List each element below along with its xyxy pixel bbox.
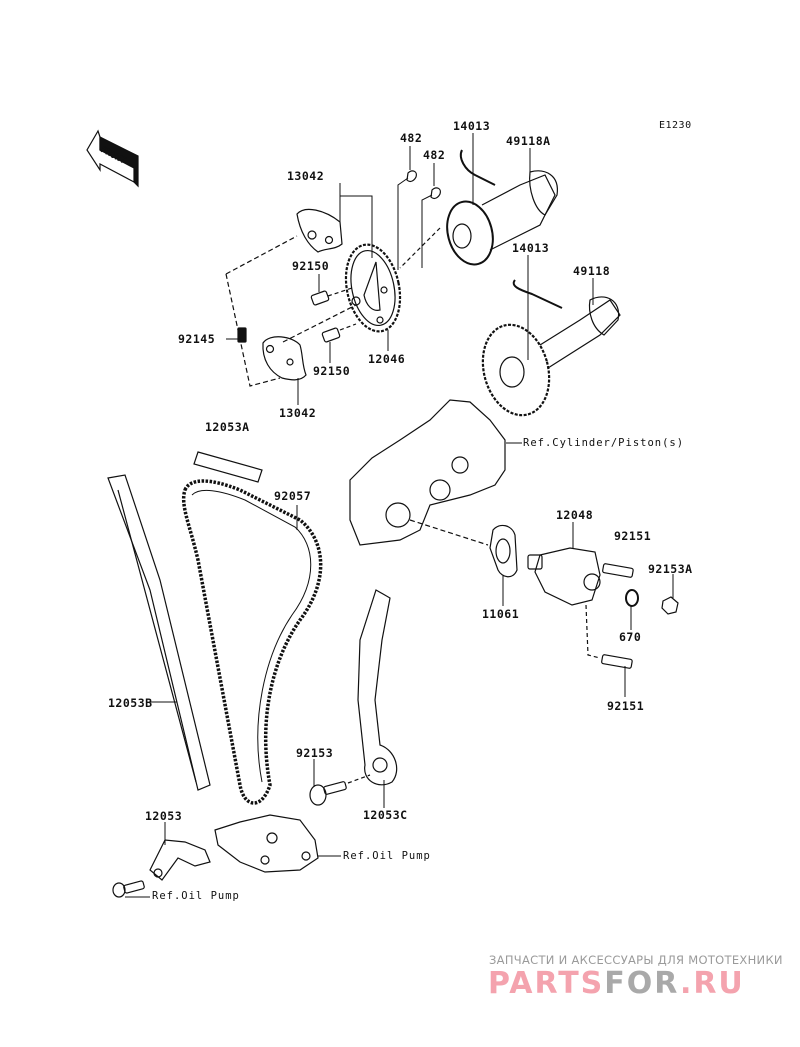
part-label-13042-top[interactable]: 13042: [287, 169, 325, 183]
part-label-49118[interactable]: 49118: [573, 264, 611, 278]
part-13042-upper: [296, 208, 343, 253]
part-92151-bolt-upper: [602, 563, 634, 578]
ref-cylinder-piston[interactable]: Ref.Cylinder/Piston(s): [523, 437, 685, 449]
part-92153-bolt: [309, 774, 371, 806]
part-label-92145[interactable]: 92145: [178, 332, 216, 346]
part-label-482-b[interactable]: 482: [423, 148, 446, 162]
watermark-logo-ru: .RU: [679, 966, 745, 1001]
part-670-oring: [625, 589, 639, 607]
watermark-tagline: ЗАПЧАСТИ И АКСЕССУАРЫ ДЛЯ МОТОТЕХНИКИ: [489, 953, 783, 967]
part-label-92150-bottom[interactable]: 92150: [313, 364, 351, 378]
part-12053-lever: [149, 839, 211, 881]
oil-pump-reference: [214, 814, 319, 873]
part-92057-timing-chain: [181, 479, 323, 805]
part-label-12053[interactable]: 12053: [145, 809, 183, 823]
part-12053C-guide: [357, 589, 398, 786]
part-label-49118A[interactable]: 49118A: [506, 134, 551, 148]
part-12053A-guide: [193, 451, 263, 483]
part-label-92151-top[interactable]: 92151: [614, 529, 652, 543]
part-92151-bolt-lower: [585, 604, 633, 669]
part-49118-camshaft: [481, 279, 621, 417]
diagram-code: E1230: [659, 120, 692, 131]
part-label-12046[interactable]: 12046: [368, 352, 406, 366]
bolt-oil-pump: [112, 880, 145, 898]
cylinder-head-reference: [349, 399, 506, 546]
part-12048-tensioner: [527, 547, 601, 606]
watermark-logo-parts: PARTS: [488, 966, 605, 1001]
part-482-clip-b: [430, 187, 441, 200]
part-92150-bolt-upper: [310, 287, 353, 306]
part-12046-sprocket: [344, 243, 402, 333]
part-92150-bolt-lower: [321, 323, 357, 343]
part-92145-spring: [225, 235, 298, 387]
ref-oil-pump-left[interactable]: Ref.Oil Pump: [152, 890, 240, 902]
part-482-clip-a: [406, 170, 417, 183]
part-label-92057[interactable]: 92057: [274, 489, 312, 503]
part-13042-lower: [262, 304, 357, 381]
part-label-14013-bottom[interactable]: 14013: [512, 241, 550, 255]
part-49118A-camshaft: [399, 149, 558, 269]
watermark-logo-for: FOR: [604, 966, 680, 1001]
part-label-12053C[interactable]: 12053C: [363, 808, 408, 822]
watermark-logo: PARTSFOR.RU: [488, 966, 745, 1001]
part-label-92153[interactable]: 92153: [296, 746, 334, 760]
part-label-92150-top[interactable]: 92150: [292, 259, 330, 273]
part-label-92151-bottom[interactable]: 92151: [607, 699, 645, 713]
part-label-13042-bottom[interactable]: 13042: [279, 406, 317, 420]
part-label-14013-top[interactable]: 14013: [453, 119, 491, 133]
part-label-11061[interactable]: 11061: [482, 607, 520, 621]
part-11061-gasket: [489, 524, 518, 578]
part-12053B-guide: [107, 474, 211, 791]
part-label-12048[interactable]: 12048: [556, 508, 594, 522]
part-label-482-a[interactable]: 482: [400, 131, 423, 145]
part-label-12053B[interactable]: 12053B: [108, 696, 153, 710]
ref-oil-pump-right[interactable]: Ref.Oil Pump: [343, 850, 431, 862]
part-label-670[interactable]: 670: [619, 630, 642, 644]
part-label-12053A[interactable]: 12053A: [205, 420, 250, 434]
part-92153A-nut: [661, 596, 679, 615]
leader-lines: [125, 133, 674, 898]
part-label-92153A[interactable]: 92153A: [648, 562, 693, 576]
front-arrow-icon: FRONT: [86, 129, 139, 188]
